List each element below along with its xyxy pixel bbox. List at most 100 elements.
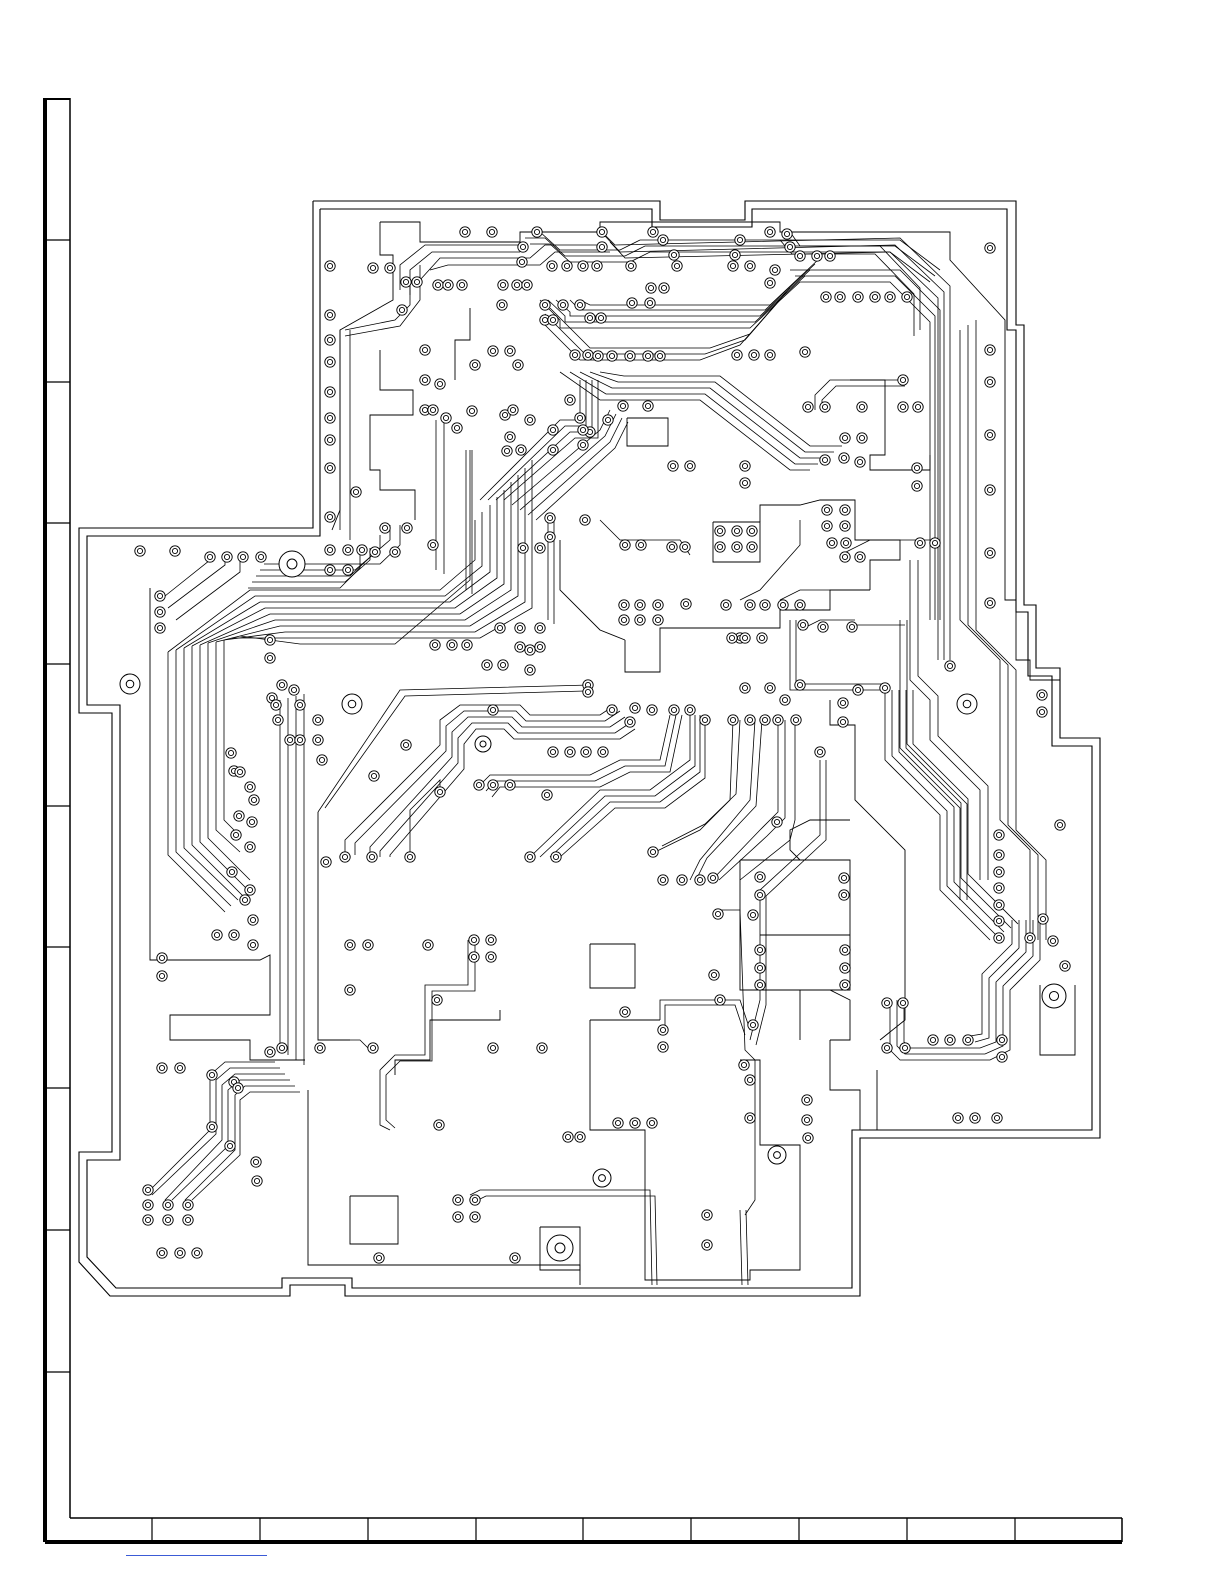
via-pad [700,715,710,725]
via-pad [985,345,995,355]
via-pad [325,357,335,367]
via-pad [838,698,848,708]
via-pad [1048,936,1058,946]
via-pad [420,345,430,355]
via-pad [740,633,750,643]
via-pad [803,1133,813,1143]
via-pad [857,433,867,443]
via-pad [994,900,1004,910]
via-pad [882,998,892,1008]
via-pad [363,940,373,950]
via-pad [760,715,770,725]
via-pad [721,600,731,610]
via-pad [581,747,591,757]
via-pad [170,546,180,556]
via-pad [143,1185,153,1195]
via-pad [658,1025,668,1035]
via-pad [583,350,593,360]
via-pad [470,360,480,370]
via-pad [435,787,445,797]
via-pad [192,1248,202,1258]
via-pad [488,346,498,356]
via-pad [798,620,808,630]
via-pad [462,640,472,650]
via-pad [822,505,832,515]
via-pad [325,565,335,575]
via-pad [740,478,750,488]
via-pad [575,413,585,423]
via-pad [970,1113,980,1123]
via-pad [749,350,759,360]
via-pad [285,735,295,745]
via-pad [470,1212,480,1222]
via-pad [540,300,550,310]
via-pad [803,402,813,412]
via-pad [627,298,637,308]
via-pad [551,852,561,862]
via-pad [1038,914,1048,924]
via-pad [655,351,665,361]
mounting-hole [342,694,362,714]
via-pad [669,705,679,715]
via-pad [772,817,782,827]
via-pad [470,1195,480,1205]
via-pad [812,251,822,261]
via-pad [681,599,691,609]
via-pad [985,430,995,440]
via-pad [525,852,535,862]
via-pad [240,895,250,905]
via-pad [985,377,995,387]
via-pad [702,1210,712,1220]
via-pad [855,457,865,467]
via-pad [825,251,835,261]
via-pad [994,850,1004,860]
via-pad [325,335,335,345]
via-pad [585,313,595,323]
via-pad [575,1132,585,1142]
via-pad [345,940,355,950]
via-pad [820,455,830,465]
via-pad [562,261,572,271]
via-pad [607,705,617,715]
via-pad [163,1215,173,1225]
via-pad [898,375,908,385]
via-pad [680,542,690,552]
via-pad [340,852,350,862]
via-pad [985,243,995,253]
via-pad [558,300,568,310]
via-pad [815,747,825,757]
via-pad [488,780,498,790]
via-pad [1060,961,1070,971]
via-pad [486,952,496,962]
via-pad [525,415,535,425]
via-pad [745,1113,755,1123]
via-pad [256,552,266,562]
mounting-hole [1042,984,1066,1008]
via-pad [732,350,742,360]
via-pad [658,235,668,245]
via-pad [575,300,585,310]
via-pad [755,963,765,973]
via-pad [295,735,305,745]
via-pad [385,263,395,273]
via-pad [380,523,390,533]
via-pad [457,280,467,290]
via-pad [535,543,545,553]
mounting-hole [593,1169,611,1187]
via-pad [765,278,775,288]
via-pad [265,653,275,663]
via-pad [482,660,492,670]
via-pad [235,767,245,777]
via-pad [488,1043,498,1053]
via-pad [453,1212,463,1222]
via-pad [525,645,535,655]
via-pad [643,401,653,411]
via-pad [430,640,440,650]
grid-row-ticks [45,240,70,1372]
via-pad [596,313,606,323]
via-pad [755,980,765,990]
via-pad [795,600,805,610]
via-pad [765,227,775,237]
via-pad [625,717,635,727]
via-pad [755,945,765,955]
